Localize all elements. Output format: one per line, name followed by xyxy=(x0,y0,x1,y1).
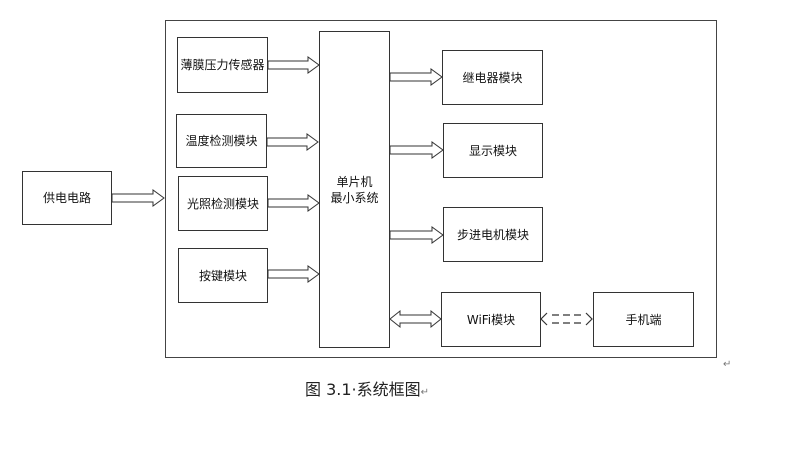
arrow-mcu-wifi-bidirectional xyxy=(389,309,442,329)
arrow-temperature-to-mcu xyxy=(266,133,319,151)
key-module-block: 按键模块 xyxy=(178,248,268,303)
arrow-keys-to-mcu xyxy=(267,265,320,283)
mcu-label-line1: 单片机 xyxy=(336,174,373,189)
figure-caption: 图 3.1·系统框图↵ xyxy=(305,376,429,400)
arrow-mcu-to-stepper xyxy=(389,226,444,244)
display-module-block: 显示模块 xyxy=(443,123,543,178)
stepper-motor-module-block: 步进电机模块 xyxy=(443,207,543,262)
phone-block: 手机端 xyxy=(593,292,694,347)
arrow-mcu-to-display xyxy=(389,141,444,159)
pressure-sensor-block: 薄膜压力传感器 xyxy=(177,37,268,93)
arrow-mcu-to-relay xyxy=(389,68,443,86)
caption-paragraph-mark: ↵ xyxy=(420,387,430,398)
arrow-light-to-mcu xyxy=(267,194,320,212)
light-module-block: 光照检测模块 xyxy=(178,176,268,231)
arrow-pressure-to-mcu xyxy=(267,56,320,74)
temperature-module-block: 温度检测模块 xyxy=(176,114,267,168)
wifi-module-block: WiFi模块 xyxy=(441,292,541,347)
mcu-minimum-system-block: 单片机 最小系统 xyxy=(319,31,390,348)
caption-text: 图 3.1·系统框图 xyxy=(305,380,421,399)
wireless-link xyxy=(540,312,593,326)
relay-module-block: 继电器模块 xyxy=(442,50,543,105)
arrow-power-to-frame xyxy=(111,189,165,207)
mcu-label-line2: 最小系统 xyxy=(330,190,379,205)
frame-paragraph-mark: ↵ xyxy=(723,359,732,370)
power-supply-block: 供电电路 xyxy=(22,171,112,225)
system-frame xyxy=(165,20,717,358)
